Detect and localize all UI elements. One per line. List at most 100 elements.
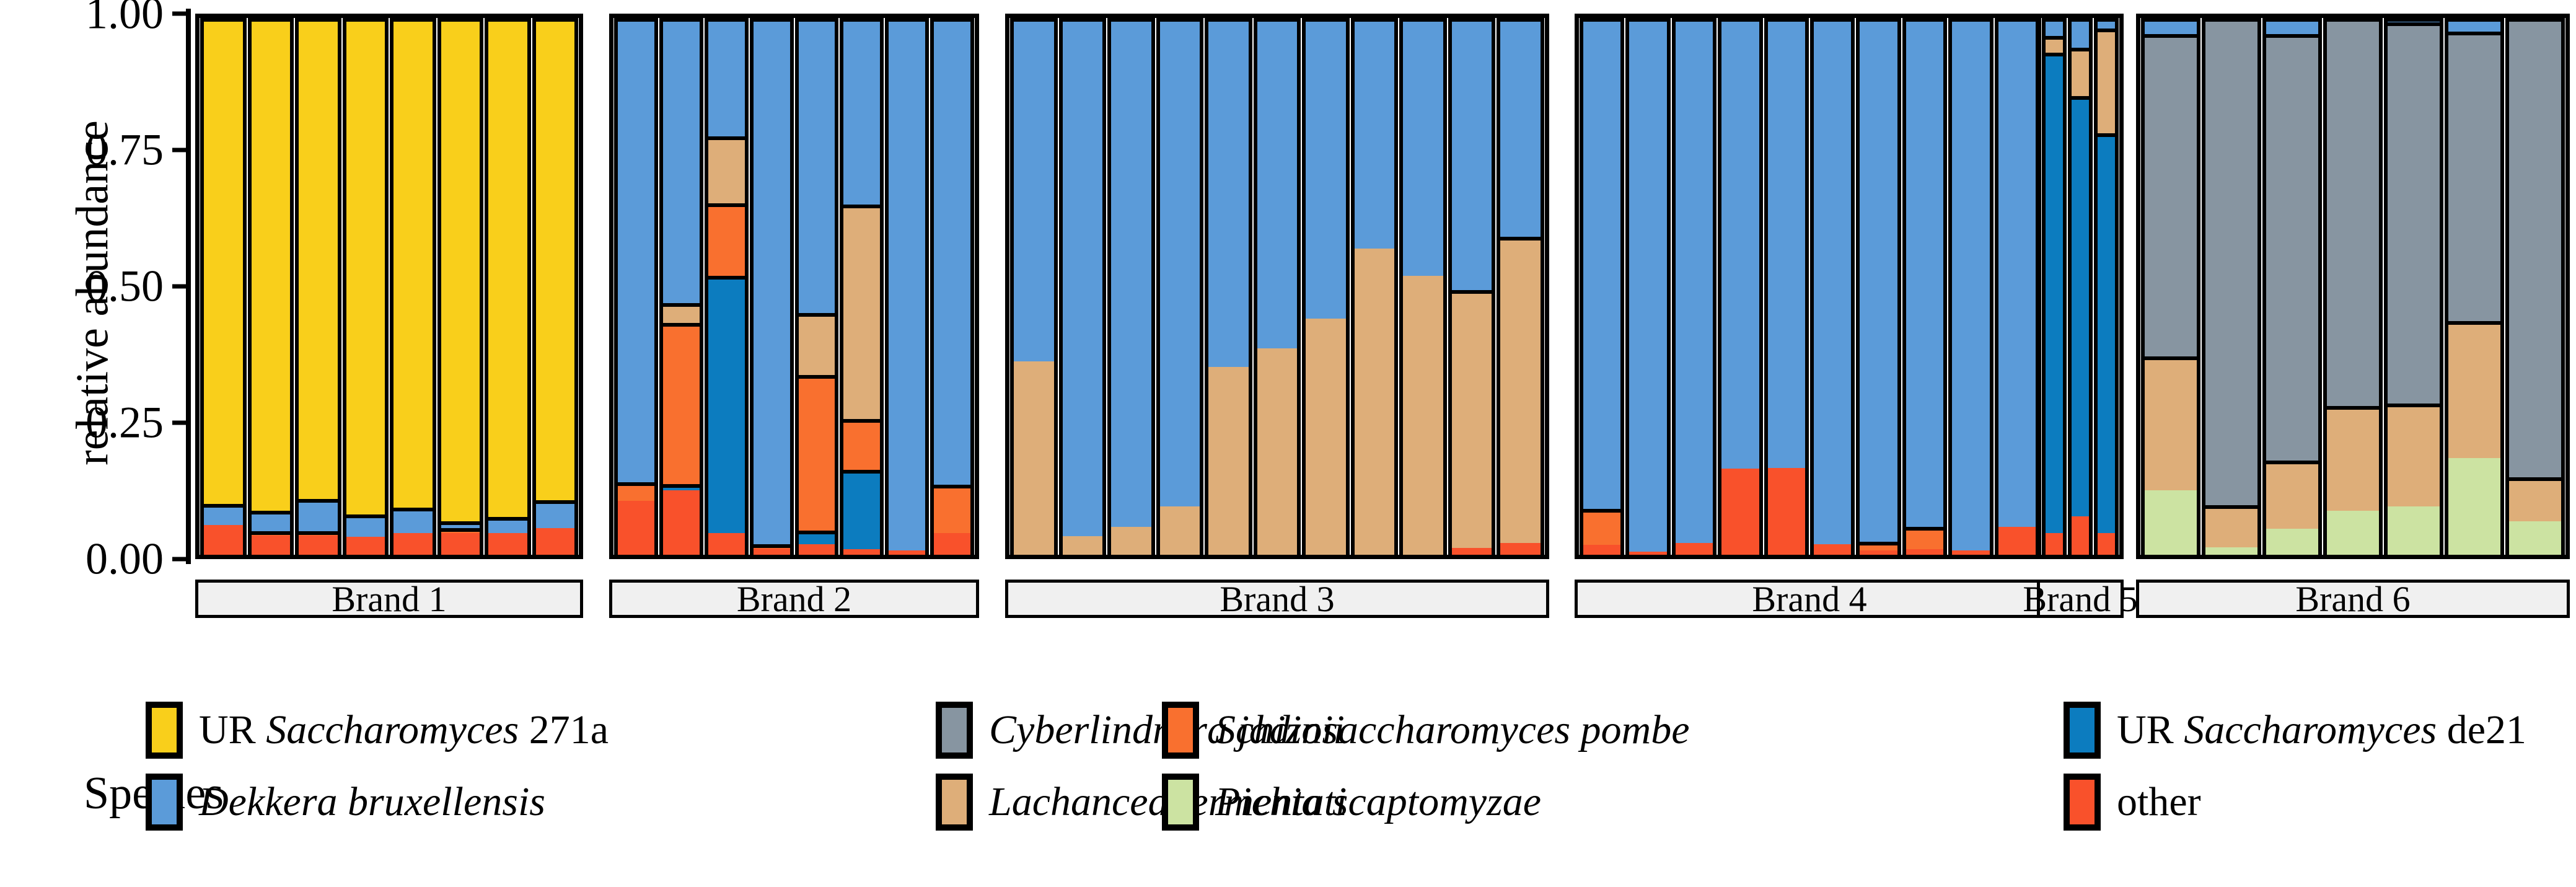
bar-segment-other [889,550,926,555]
bar-segment-other [1451,547,1492,555]
bar-segment-lachancea-fermentati [2046,35,2063,53]
bar-segment-lachancea-fermentati [2448,321,2500,459]
legend-swatch-ur-saccharomyces-271a[interactable] [146,702,183,759]
bar-segment-pichia-scaptomyzae [2509,521,2561,555]
bar-segment-dekkera-bruxellensis [798,18,835,314]
facet-strip-brand-1: Brand 1 [195,579,583,619]
y-tick-mark [172,148,186,152]
bar [1302,18,1350,555]
bar-segment-schizosaccharomyces-pombe [753,544,790,549]
bar-segment-pichia-scaptomyzae [2448,458,2500,555]
panel-brand-6 [2136,14,2570,559]
bar [1810,18,1855,555]
legend-swatch-dekkera-bruxellensis[interactable] [146,774,183,831]
y-axis-line [186,9,191,564]
bar-segment-lachancea-fermentati [708,136,745,203]
bar [794,18,839,555]
bar-segment-lachancea-fermentati [1014,361,1054,555]
bar [2068,18,2093,555]
bar-segment-ur-saccharomyces-de21 [662,483,700,491]
bar [1948,18,1994,555]
bar [885,18,930,555]
legend-item-other[interactable]: other [2064,766,2526,838]
bar [2323,18,2383,555]
bar-segment-dekkera-bruxellensis [1111,18,1151,527]
bar-segment-dekkera-bruxellensis [1814,18,1852,544]
legend-item-ur-saccharomyces-271a[interactable]: UR Saccharomyces 271a [146,694,609,766]
bar-segment-dekkera-bruxellensis [2098,18,2115,29]
legend-swatch-lachancea-fermentati[interactable] [936,774,973,831]
bar-segment-other [1767,467,1806,555]
bar-segment-dekkera-bruxellensis [441,521,480,528]
bar-segment-pichia-scaptomyzae [2205,547,2257,555]
bar-segment-schizosaccharomyces-pombe [251,531,290,536]
bar [704,18,749,555]
bar-segment-ur-saccharomyces-de21 [843,470,881,550]
bar [1253,18,1301,555]
bar [1156,18,1204,555]
legend-label-ur-saccharomyces-de21: UR Saccharomyces de21 [2117,707,2527,752]
bar-segment-other [251,535,290,555]
bar-segment-schizosaccharomyces-pombe [934,485,970,534]
bar-segment-cyberlindnera-jadinii [2448,31,2500,322]
bar-segment-lachancea-fermentati [2098,29,2115,134]
bar-segment-schizosaccharomyces-pombe [843,418,881,470]
bar-segment-other [1629,551,1667,555]
legend-item-dekkera-bruxellensis[interactable]: Dekkera bruxellensis [146,766,609,838]
legend-item-ur-saccharomyces-de21[interactable]: UR Saccharomyces de21 [2064,694,2526,766]
y-tick-label-1_00: 1.00 [86,0,164,38]
bar-segment-lachancea-fermentati [1208,366,1249,555]
legend-item-schizosaccharomyces-pombe[interactable]: Schizosaccharomyces pombe [1162,694,1690,766]
bar-segment-dekkera-bruxellensis [2266,18,2318,34]
legend-column-4: UR Saccharomyces de21 other [2064,694,2526,838]
bar-segment-cyberlindnera-jadinii [2205,18,2257,506]
bar [295,18,341,555]
bar [1058,18,1107,555]
bar-segment-other [1500,542,1541,555]
facet-strip-brand-4: Brand 4 [1575,579,2044,619]
bar-segment-other [346,537,385,555]
bar-segment-other [708,533,745,555]
bar-segment-other [1860,550,1897,555]
bar-segment-dekkera-bruxellensis [535,500,574,528]
bar-segment-dekkera-bruxellensis [1208,18,1249,367]
bar-segment-dekkera-bruxellensis [2388,18,2440,22]
y-tick-label-0_25: 0.25 [86,397,164,448]
legend-swatch-pichia-scaptomyzae[interactable] [1162,774,1199,831]
bar-segment-other [2072,516,2089,555]
y-tick-mark [172,11,186,16]
bar-segment-other [2046,533,2063,555]
bar-segment-lachancea-fermentati [1354,249,1395,555]
bar-segment-dekkera-bruxellensis [1451,18,1492,291]
bar-segment-ur-saccharomyces-271a [204,18,243,504]
legend-swatch-cyberlindnera-jadinii[interactable] [936,702,973,759]
legend-swatch-other[interactable] [2064,774,2101,831]
bar-segment-ur-saccharomyces-271a [393,18,433,508]
bar-segment-other [1998,526,2036,555]
bar [749,18,794,555]
bar [342,18,389,555]
legend-item-pichia-scaptomyzae[interactable]: Pichia scaptomyzae [1162,766,1690,838]
bar [2505,18,2565,555]
bar [1625,18,1671,555]
bar [2262,18,2322,555]
bar-segment-lachancea-fermentati [2205,505,2257,547]
facet-strip-brand-5: Brand 5 [2023,578,2138,619]
panel-brand-1 [195,14,583,559]
bar-segment-ur-saccharomyces-271a [299,18,338,499]
bar-segment-lachancea-fermentati [2072,47,2089,96]
bar-segment-lachancea-fermentati [1159,506,1200,555]
facet-strip-brand-6: Brand 6 [2136,579,2570,619]
legend-label-schizosaccharomyces-pombe: Schizosaccharomyces pombe [1215,707,1690,752]
legend-swatch-schizosaccharomyces-pombe[interactable] [1162,702,1199,759]
bar [614,18,658,555]
bar [1764,18,1809,555]
legend-swatch-ur-saccharomyces-de21[interactable] [2064,702,2101,759]
facet-strip-brand-3: Brand 3 [1005,579,1549,619]
bar-segment-other [204,525,243,555]
bar-segment-dekkera-bruxellensis [1721,18,1759,469]
bar-segment-dekkera-bruxellensis [1952,18,1990,551]
bar-segment-other [1952,550,1990,555]
